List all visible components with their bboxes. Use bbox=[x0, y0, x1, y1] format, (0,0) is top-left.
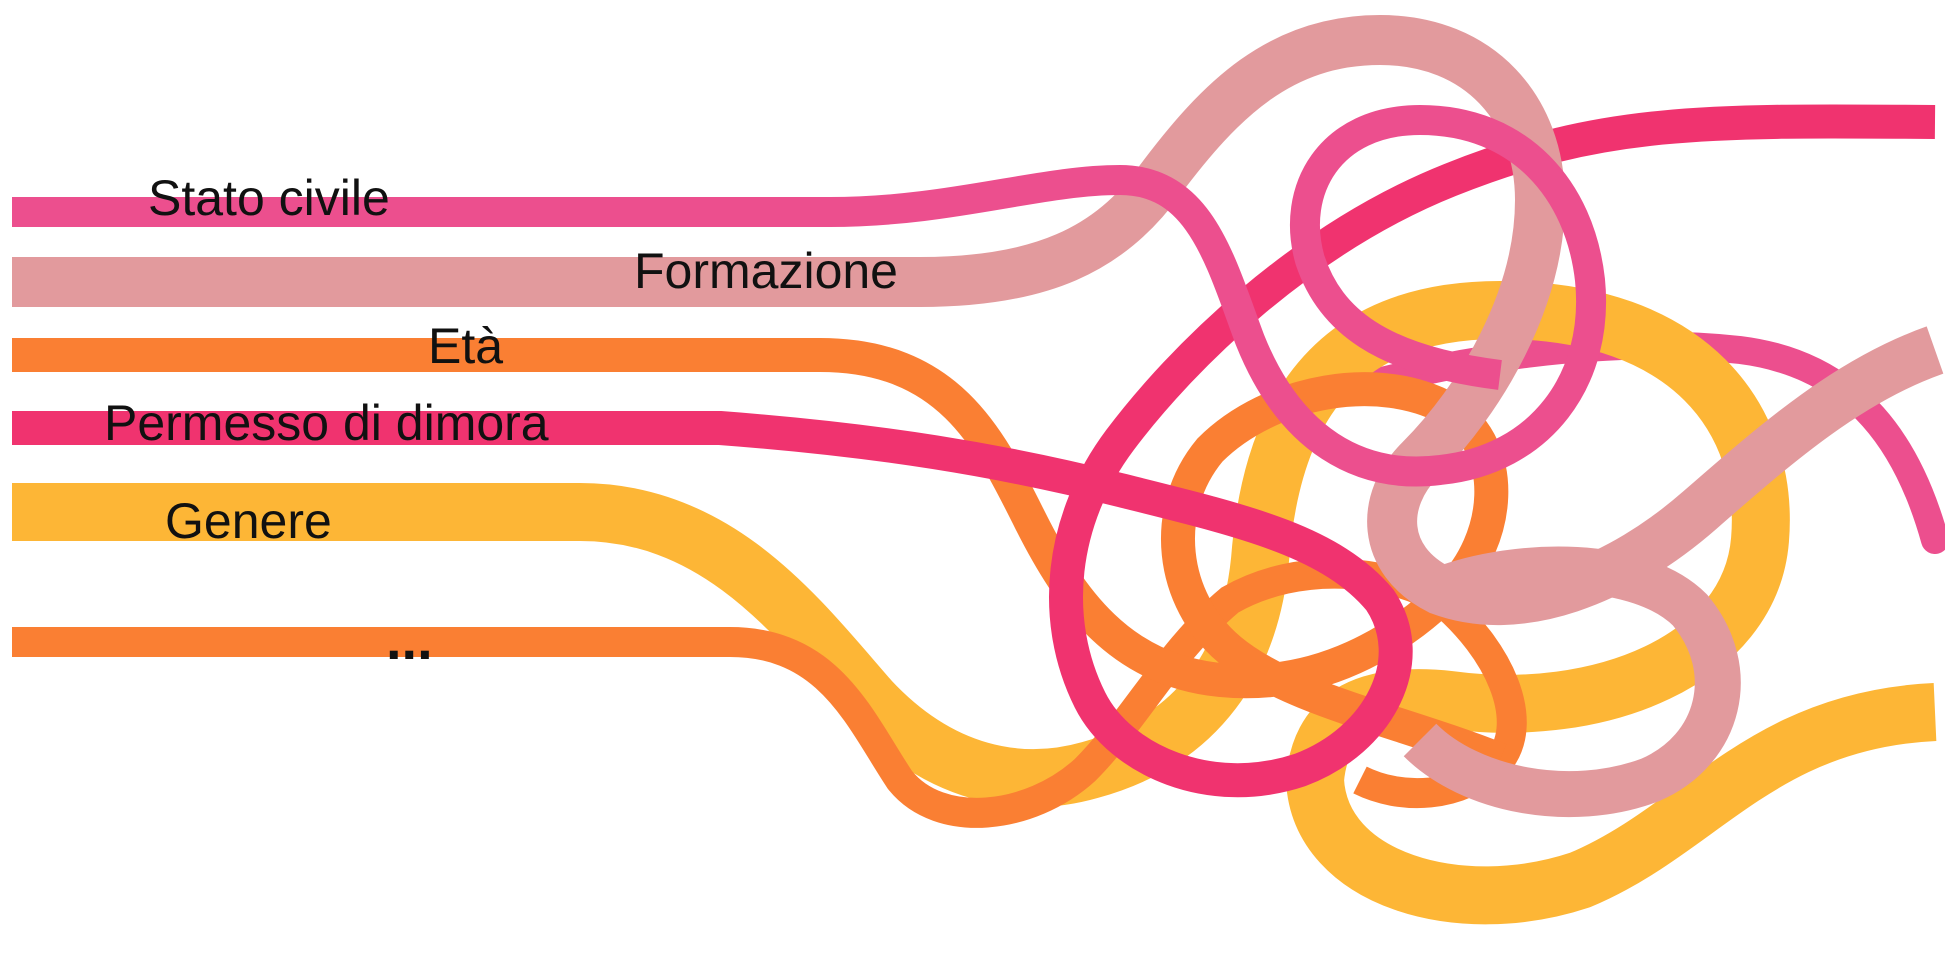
label-formazione: Formazione bbox=[634, 243, 898, 299]
thread-formazione-loop bbox=[1403, 546, 1741, 818]
label-genere: Genere bbox=[165, 493, 332, 549]
label-stato-civile: Stato civile bbox=[148, 170, 390, 226]
thread-genere bbox=[12, 280, 1937, 925]
label-permesso-di-dimora: Permesso di dimora bbox=[104, 395, 549, 451]
label-ellipsis: ... bbox=[386, 608, 433, 671]
thread-permesso-di-dimora bbox=[12, 104, 1936, 798]
thread-eta bbox=[12, 338, 1509, 776]
label-eta: Età bbox=[428, 318, 504, 374]
thread-formazione bbox=[12, 14, 1944, 626]
thread-stato-civile bbox=[12, 104, 1607, 487]
